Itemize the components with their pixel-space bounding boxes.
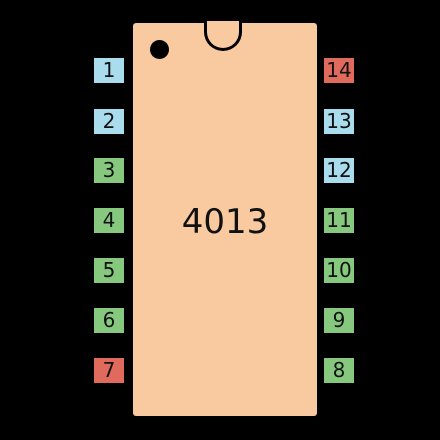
pin-13: 13 [323,108,355,135]
pin1-indicator-dot [150,40,169,59]
pin-3: 3 [93,157,125,184]
pin-14: 14 [323,57,355,84]
pin-2: 2 [93,108,125,135]
pin-7: 7 [93,357,125,384]
pin-4: 4 [93,207,125,234]
ic-chip-body [133,23,317,416]
pin-6: 6 [93,307,125,334]
chip-notch [204,21,242,51]
pin-10: 10 [323,257,355,284]
pin-1: 1 [93,57,125,84]
pin-11: 11 [323,207,355,234]
pin-12: 12 [323,157,355,184]
chip-part-number: 4013 [181,202,269,242]
pin-8: 8 [323,357,355,384]
pin-9: 9 [323,307,355,334]
pin-5: 5 [93,257,125,284]
